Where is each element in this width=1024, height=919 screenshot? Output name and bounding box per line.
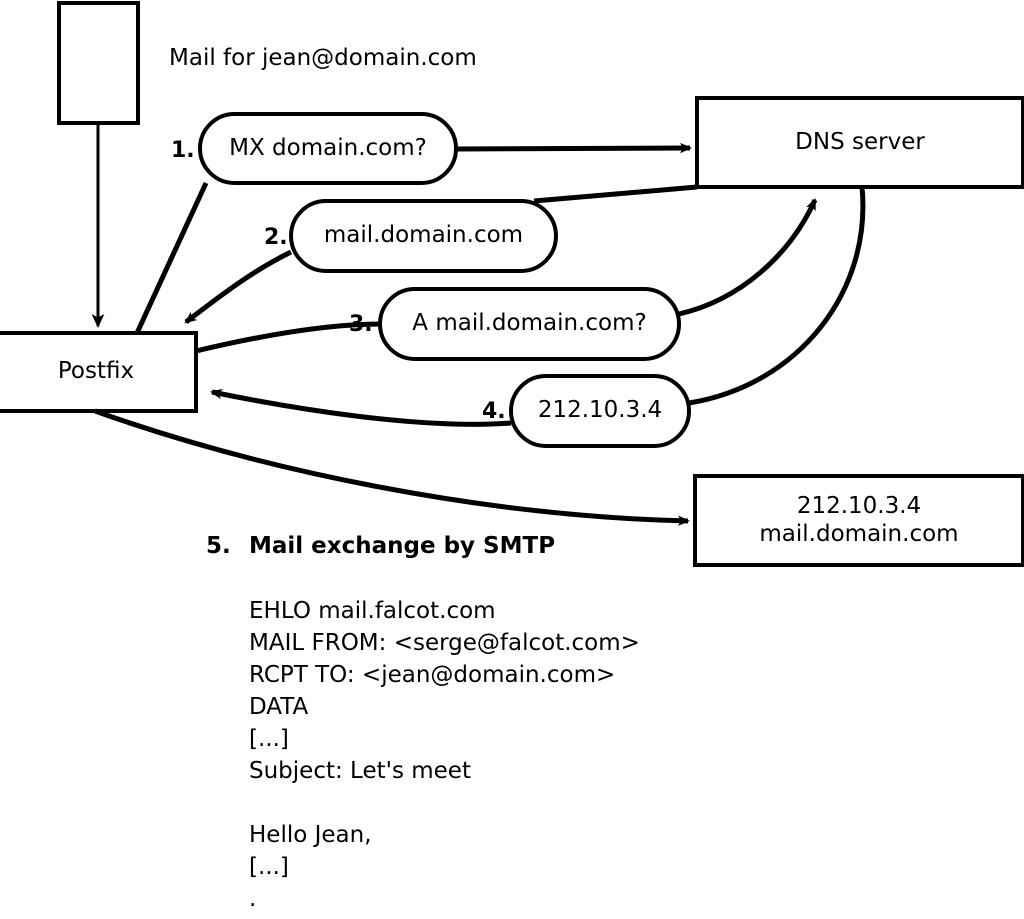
step-5-label: Mail exchange by SMTP [249, 533, 556, 559]
step-number-4: 4. [482, 399, 506, 424]
smtp-transcript-line: MAIL FROM: <serge@falcot.com> [249, 630, 640, 656]
connector-postfix-to-target-server [94, 408, 690, 526]
smtp-transcript-line [249, 787, 640, 819]
dns-server-box-shape [695, 96, 1024, 189]
step-number-1: 1. [171, 138, 195, 163]
step-number-2: 2. [264, 225, 288, 250]
smtp-transcript-line: DATA [249, 694, 309, 720]
bubble-2-shape [289, 199, 558, 273]
client-box-shape [57, 1, 140, 125]
connector-bubble2-to-postfix [184, 249, 293, 324]
connector-dns-to-bubble2 [533, 184, 698, 204]
connector-bubble4-to-postfix [210, 388, 512, 427]
connector-dns-to-bubble4 [688, 186, 866, 406]
smtp-transcript-line: RCPT TO: <jean@domain.com> [249, 662, 616, 688]
smtp-transcript-line: EHLO mail.falcot.com [249, 598, 496, 624]
connector-bubble1-to-dns [455, 142, 692, 154]
smtp-transcript-line: Hello Jean, [249, 822, 372, 848]
mail-for-note: Mail for jean@domain.com [169, 45, 477, 71]
bubble-1-shape [198, 112, 458, 185]
step-number-5: 5. [206, 533, 231, 559]
connector-postfix-to-bubble3 [195, 321, 382, 354]
connector-postfix-to-bubble1 [134, 181, 209, 335]
smtp-transcript-line: Subject: Let's meet [249, 758, 471, 784]
smtp-transcript-line: [...] [249, 854, 289, 880]
target-server-box-shape [693, 474, 1024, 567]
bubble-4-shape [509, 374, 691, 448]
postfix-box-shape [0, 331, 198, 413]
step-number-3: 3. [349, 312, 373, 337]
smtp-transcript-line: . [249, 886, 257, 912]
connector-bubble3-to-dns [678, 198, 818, 317]
smtp-transcript-line: [...] [249, 726, 289, 752]
bubble-3-shape [378, 287, 681, 361]
